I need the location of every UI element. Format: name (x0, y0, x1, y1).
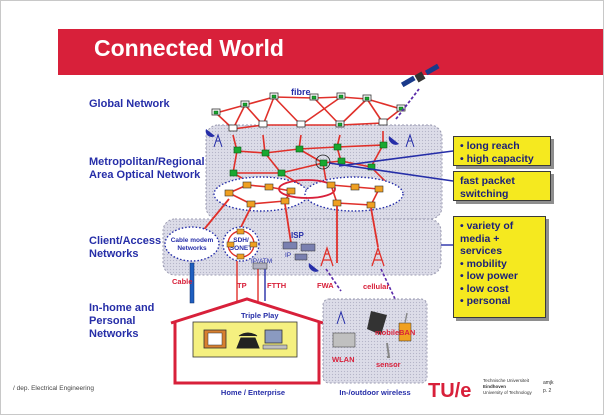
ip-atm-label: IP/ATM (251, 258, 272, 265)
svg-text:Eindhoven: Eindhoven (483, 384, 506, 389)
callout-switching: fast packet switching (453, 171, 551, 201)
cellular-label: cellular (363, 282, 389, 291)
slide-title: Connected World (94, 35, 284, 61)
callout-features-line: • low power (460, 270, 518, 282)
access-links (196, 198, 379, 263)
level-label-metro-line2: Area Optical Network (89, 169, 201, 181)
wireless-link (325, 268, 342, 292)
callout-features: • variety of media + services • mobility… (453, 216, 546, 318)
callout-features-line: • low cost (460, 282, 509, 295)
cable-modem-network (164, 226, 220, 262)
sdh-label-1: SDH/ (233, 237, 249, 244)
ip-label: IP (285, 252, 291, 259)
title-banner (58, 29, 603, 75)
dish-icon (388, 136, 399, 145)
isp-label: ISP (291, 231, 305, 240)
level-label-inhome-line1: In-home and (89, 302, 155, 314)
page-number: p. 2 (543, 388, 552, 394)
cellular-link (380, 268, 397, 302)
tp-label: TP (237, 281, 247, 290)
mobile-label: mobile (375, 328, 399, 337)
level-label-client-line1: Client/Access (89, 235, 162, 247)
callout-features-line: services (460, 245, 503, 257)
satellite-icon (400, 63, 440, 88)
callout-reach-line: • long reach (460, 140, 520, 152)
sdh-label-2: SONET (230, 245, 252, 252)
page-id: amjk (543, 380, 554, 386)
ftth-label: FTTH (267, 281, 286, 290)
phone-icon (236, 332, 260, 349)
wireless-region (322, 298, 428, 384)
router-icons (282, 241, 316, 261)
level-label-global: Global Network (89, 98, 170, 110)
callout-features-line: • variety of (460, 220, 514, 232)
packet-switch-highlight (315, 154, 331, 170)
fwa-label: FWA (317, 281, 334, 290)
callout-features-line: • personal (460, 295, 511, 307)
svg-text:University of Technology: University of Technology (483, 390, 532, 395)
antenna-icon (213, 133, 415, 148)
footer-text: / dep. Electrical Engineering (13, 385, 94, 392)
cable-modem-label-2: Networks (177, 245, 207, 252)
cable-modem-label-1: Cable modem (171, 237, 214, 244)
satellite-link (395, 88, 420, 120)
level-label-client-line2: Networks (89, 248, 139, 260)
callout-switching-line: switching (460, 187, 509, 200)
ban-icon (398, 322, 412, 342)
callout-features-line: media + (460, 232, 500, 245)
fibre-label: fibre (291, 87, 311, 97)
level-label-metro-line1: Metropolitan/Regional (89, 156, 205, 168)
fwa-dish-icon (308, 263, 319, 272)
callout-switching-line: fast packet (460, 175, 515, 187)
cable-drop (189, 262, 195, 304)
callout-features-line: • mobility (460, 257, 507, 270)
cellular-antenna-icon (371, 245, 385, 267)
home-enterprise-label: Home / Enterprise (221, 388, 285, 397)
mobile-icon (367, 311, 387, 335)
svg-text:Technische Universiteit: Technische Universiteit (483, 378, 530, 383)
level-label-inhome-line2: Personal (89, 315, 136, 327)
outdoor-wireless-label: In-/outdoor wireless (339, 388, 410, 397)
sensor-icon (386, 342, 391, 358)
dish-icon (205, 129, 215, 138)
ban-label: BAN (399, 328, 415, 337)
tue-logo-text: Technische Universiteit Eindhoven Univer… (483, 378, 532, 395)
wlan-label: WLAN (332, 355, 355, 364)
callout-reach-line: • high capacity (460, 152, 534, 165)
tue-logo-mark: TU/e (428, 380, 471, 402)
sensor-label: sensor (376, 360, 401, 369)
wlan-device-icon (332, 332, 356, 348)
ftth-terminal (252, 262, 268, 270)
triple-play-label: Triple Play (241, 311, 279, 320)
computer-icon (264, 329, 283, 344)
cable-label: Cable (172, 277, 192, 286)
metro-nodes (229, 141, 388, 177)
home-house-outline (170, 297, 324, 385)
fwa-antenna-icon (320, 245, 334, 267)
callout-connectors (328, 150, 454, 182)
callout-reach: • long reach • high capacity (453, 136, 551, 166)
level-label-inhome-line3: Networks (89, 328, 139, 340)
wlan-antenna-icon (336, 310, 346, 325)
